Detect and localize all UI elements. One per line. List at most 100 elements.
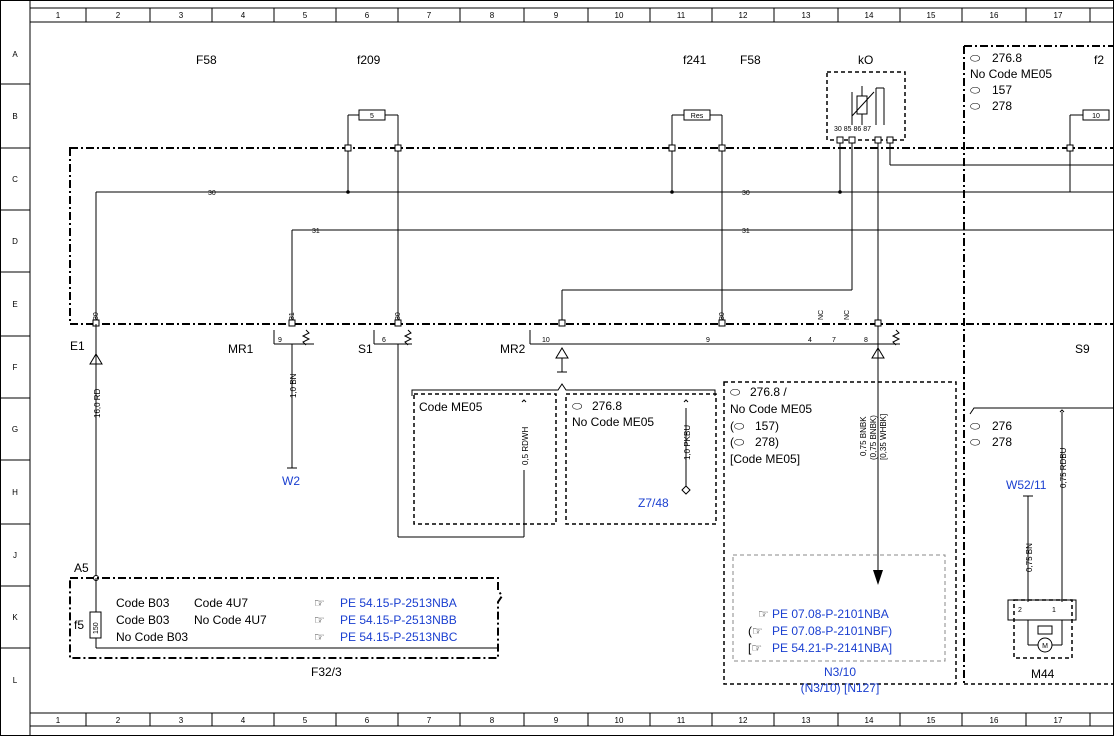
wire-05rdwh-label: 0,5 RDWH — [521, 427, 530, 465]
mr1-label: MR1 — [228, 342, 254, 356]
arrow-down-n310 — [873, 570, 883, 585]
col-11: 11 — [677, 11, 686, 20]
ref-icon-f32-3: ☞ — [314, 630, 325, 644]
n310-line5: [Code ME05] — [730, 452, 800, 466]
ref-icon-f32-2: ☞ — [314, 613, 325, 627]
col-10-bottom: 10 — [615, 716, 624, 725]
col-13-bottom: 13 — [802, 716, 811, 725]
pin-nc-1: NC — [818, 310, 825, 320]
col-16-bottom: 16 — [990, 716, 999, 725]
f32-row2b: No Code 4U7 — [194, 613, 267, 627]
ref-icon-2: (☞ — [748, 624, 763, 638]
f241-label: f241 — [683, 53, 707, 67]
e1-label: E1 — [70, 339, 85, 353]
row-G: G — [12, 425, 18, 434]
engine-icon-tr2: ⬭ — [970, 83, 981, 97]
col-3-bottom: 3 — [179, 716, 184, 725]
col-15-bottom: 15 — [927, 716, 936, 725]
col-4-bottom: 4 — [241, 716, 246, 725]
engine-icon-r1: ⬭ — [970, 419, 981, 433]
w2-link[interactable]: W2 — [282, 474, 300, 488]
n310-name[interactable]: N3/10 — [824, 665, 856, 679]
wire-035whbk-label: [0,35 WHBK] — [879, 414, 888, 460]
col-9-bottom: 9 — [554, 716, 559, 725]
f323-box — [69, 577, 504, 659]
pin-7: 7 — [832, 337, 836, 344]
n310-ref2[interactable]: PE 07.08-P-2101NBF) — [772, 624, 892, 638]
right-278: 278 — [992, 435, 1012, 449]
pin-30-s1: 30 — [395, 312, 402, 320]
w52-link[interactable]: W52/11 — [1006, 478, 1047, 492]
box-code-me05 — [413, 393, 557, 525]
bus-31-label-a: 31 — [312, 228, 320, 235]
box-n310 — [723, 381, 957, 685]
col-12-bottom: 12 — [739, 716, 748, 725]
column-numbers-top: 1 2 3 4 5 6 7 8 9 10 11 12 13 14 15 16 1… — [56, 11, 1063, 20]
row-ticks — [0, 83, 30, 649]
f32-row1b: Code 4U7 — [194, 596, 248, 610]
f32-ref1[interactable]: PE 54.15-P-2513NBA — [340, 596, 457, 610]
connector-row — [273, 329, 901, 346]
col-5-bottom: 5 — [303, 716, 308, 725]
f2-label: f2 — [1094, 53, 1104, 67]
col-7: 7 — [427, 11, 432, 20]
col-9: 9 — [554, 11, 559, 20]
n310-ref1[interactable]: PE 07.08-P-2101NBA — [772, 607, 889, 621]
col-13: 13 — [802, 11, 811, 20]
fuse-f2: 10 — [1066, 109, 1110, 192]
tr-278: 278 — [992, 99, 1012, 113]
n310-line4: 278) — [755, 435, 779, 449]
col-7-bottom: 7 — [427, 716, 432, 725]
wire-075bnbk-alt-label: (0,75 BNBK) — [869, 415, 878, 460]
k0-label: kO — [858, 53, 873, 67]
z748-link[interactable]: Z7/48 — [638, 496, 669, 510]
col-11-bottom: 11 — [677, 716, 686, 725]
wire-075bn-label: 0,75 BN — [1025, 543, 1034, 572]
ref-icon-f32-1: ☞ — [314, 596, 325, 610]
row-letters: A B C D E F G H J K L — [12, 50, 18, 685]
f58-left-label: F58 — [196, 53, 217, 67]
col-16: 16 — [990, 11, 999, 20]
fuse-f2-value: 10 — [1092, 113, 1100, 120]
row-L: L — [13, 676, 18, 685]
row-F: F — [13, 363, 18, 372]
mr1-pin: 9 — [278, 337, 282, 344]
row-B: B — [12, 112, 17, 121]
wire-10pkbu-label: 1,0 PKBU — [683, 425, 692, 460]
right-276: 276 — [992, 419, 1012, 433]
tr-157: 157 — [992, 83, 1012, 97]
e1-arrow — [89, 353, 103, 365]
f32-ref2[interactable]: PE 54.15-P-2513NBB — [340, 613, 457, 627]
pin-30-e1: 30 — [93, 312, 100, 320]
engine-icon-r2: ⬭ — [970, 435, 981, 449]
n310-line3: 157) — [755, 419, 779, 433]
n310-ref3[interactable]: PE 54.21-P-2141NBA] — [772, 641, 892, 655]
row-H: H — [12, 488, 18, 497]
col-17-bottom: 17 — [1054, 716, 1063, 725]
col-8-bottom: 8 — [490, 716, 495, 725]
col-6-bottom: 6 — [365, 716, 370, 725]
pin-nc-2: NC — [844, 310, 851, 320]
n310-name2[interactable]: (N3/10) [N127] — [801, 681, 880, 695]
ref-icon-3: [☞ — [748, 641, 762, 655]
variant-brace — [411, 383, 716, 396]
f32-ref3[interactable]: PE 54.15-P-2513NBC — [340, 630, 458, 644]
m44-pin1: 1 — [1052, 607, 1056, 614]
relay-k0: 30 85 86 87 — [826, 71, 906, 141]
f58-right-label: F58 — [740, 53, 761, 67]
m44-connector — [1007, 599, 1077, 621]
f5-label: f5 — [74, 618, 84, 632]
col-2: 2 — [116, 11, 121, 20]
bus-31-label-b: 31 — [742, 228, 750, 235]
f209-label: f209 — [357, 53, 381, 67]
m44-pin2: 2 — [1018, 607, 1022, 614]
f58-fuse-box — [69, 147, 1114, 325]
col-5: 5 — [303, 11, 308, 20]
col-4: 4 — [241, 11, 246, 20]
n310-line3-open: (⬭ — [730, 419, 745, 433]
fuse-f209-value: 5 — [370, 113, 374, 120]
box-276-engine: 276.8 — [592, 399, 622, 413]
fuse-f241-value: Res — [691, 113, 704, 120]
engine-icon-n310: ⬭ — [730, 385, 741, 399]
